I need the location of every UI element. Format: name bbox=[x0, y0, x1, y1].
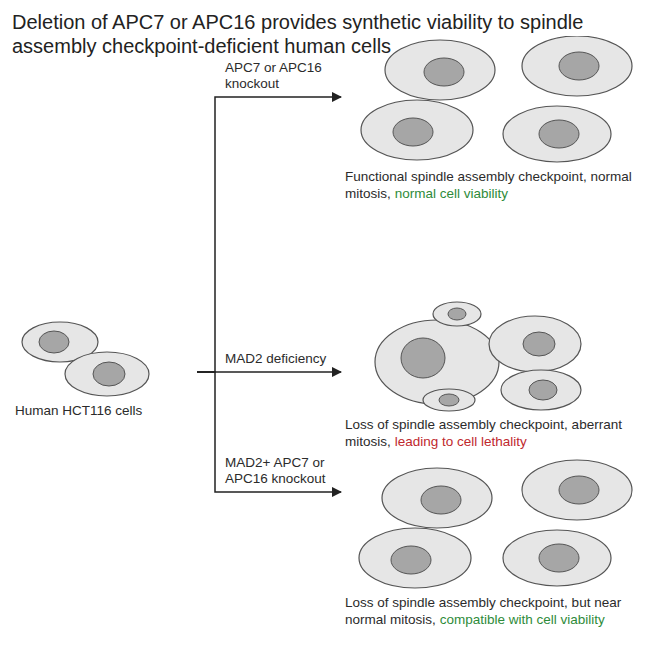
cell-nucleus bbox=[39, 331, 69, 353]
cell-nucleus bbox=[93, 362, 125, 386]
node-caption: Functional spindle assembly checkpoint, … bbox=[345, 168, 657, 202]
cell-nucleus bbox=[523, 332, 555, 356]
edge-label: APC7 or APC16 knockout bbox=[225, 60, 335, 92]
cell-body bbox=[503, 530, 611, 586]
outcome-text: normal cell viability bbox=[395, 186, 508, 201]
cell-nucleus bbox=[559, 52, 599, 80]
cell-nucleus bbox=[421, 486, 461, 514]
cell-illustration bbox=[15, 318, 195, 398]
cell-group: Functional spindle assembly checkpoint, … bbox=[345, 36, 657, 202]
cell-body bbox=[503, 106, 611, 162]
cell-nucleus bbox=[539, 544, 579, 572]
cell-body bbox=[65, 352, 149, 396]
cell-illustration bbox=[345, 300, 657, 412]
node-caption: Loss of spindle assembly checkpoint, but… bbox=[345, 594, 657, 628]
branch-arrow bbox=[197, 97, 341, 372]
edge-label: MAD2+ APC7 or APC16 knockout bbox=[225, 455, 335, 487]
cell-nucleus bbox=[448, 308, 466, 320]
outcome-text: leading to cell lethality bbox=[395, 434, 527, 449]
cell-nucleus bbox=[539, 120, 579, 148]
cell-body bbox=[501, 370, 581, 410]
cell-body bbox=[433, 302, 481, 326]
branch-arrow bbox=[197, 371, 341, 373]
cell-group: Loss of spindle assembly checkpoint, but… bbox=[345, 440, 657, 628]
cell-nucleus bbox=[391, 546, 431, 574]
node-caption: Human HCT116 cells bbox=[15, 402, 195, 419]
edge-label: MAD2 deficiency bbox=[225, 351, 335, 367]
cell-body bbox=[489, 316, 581, 372]
cell-body bbox=[382, 468, 492, 528]
cell-body bbox=[522, 460, 632, 520]
branch-arrow bbox=[197, 372, 341, 492]
cell-illustration bbox=[345, 36, 657, 164]
cell-body bbox=[423, 389, 475, 411]
cell-nucleus bbox=[401, 338, 445, 378]
cell-group: Human HCT116 cells bbox=[15, 318, 195, 419]
cell-body bbox=[361, 100, 473, 160]
outcome-text: compatible with cell viability bbox=[440, 612, 605, 627]
cell-nucleus bbox=[424, 58, 464, 86]
cell-illustration bbox=[345, 440, 657, 590]
cell-body bbox=[359, 528, 471, 588]
cell-body bbox=[522, 36, 632, 96]
cell-group: Loss of spindle assembly checkpoint, abe… bbox=[345, 300, 657, 450]
cell-nucleus bbox=[559, 476, 599, 504]
cell-nucleus bbox=[529, 380, 557, 400]
node-caption: Loss of spindle assembly checkpoint, abe… bbox=[345, 416, 657, 450]
cell-body bbox=[385, 40, 495, 100]
caption-text: Human HCT116 cells bbox=[15, 403, 142, 418]
cell-nucleus bbox=[439, 394, 459, 406]
cell-nucleus bbox=[393, 118, 433, 146]
